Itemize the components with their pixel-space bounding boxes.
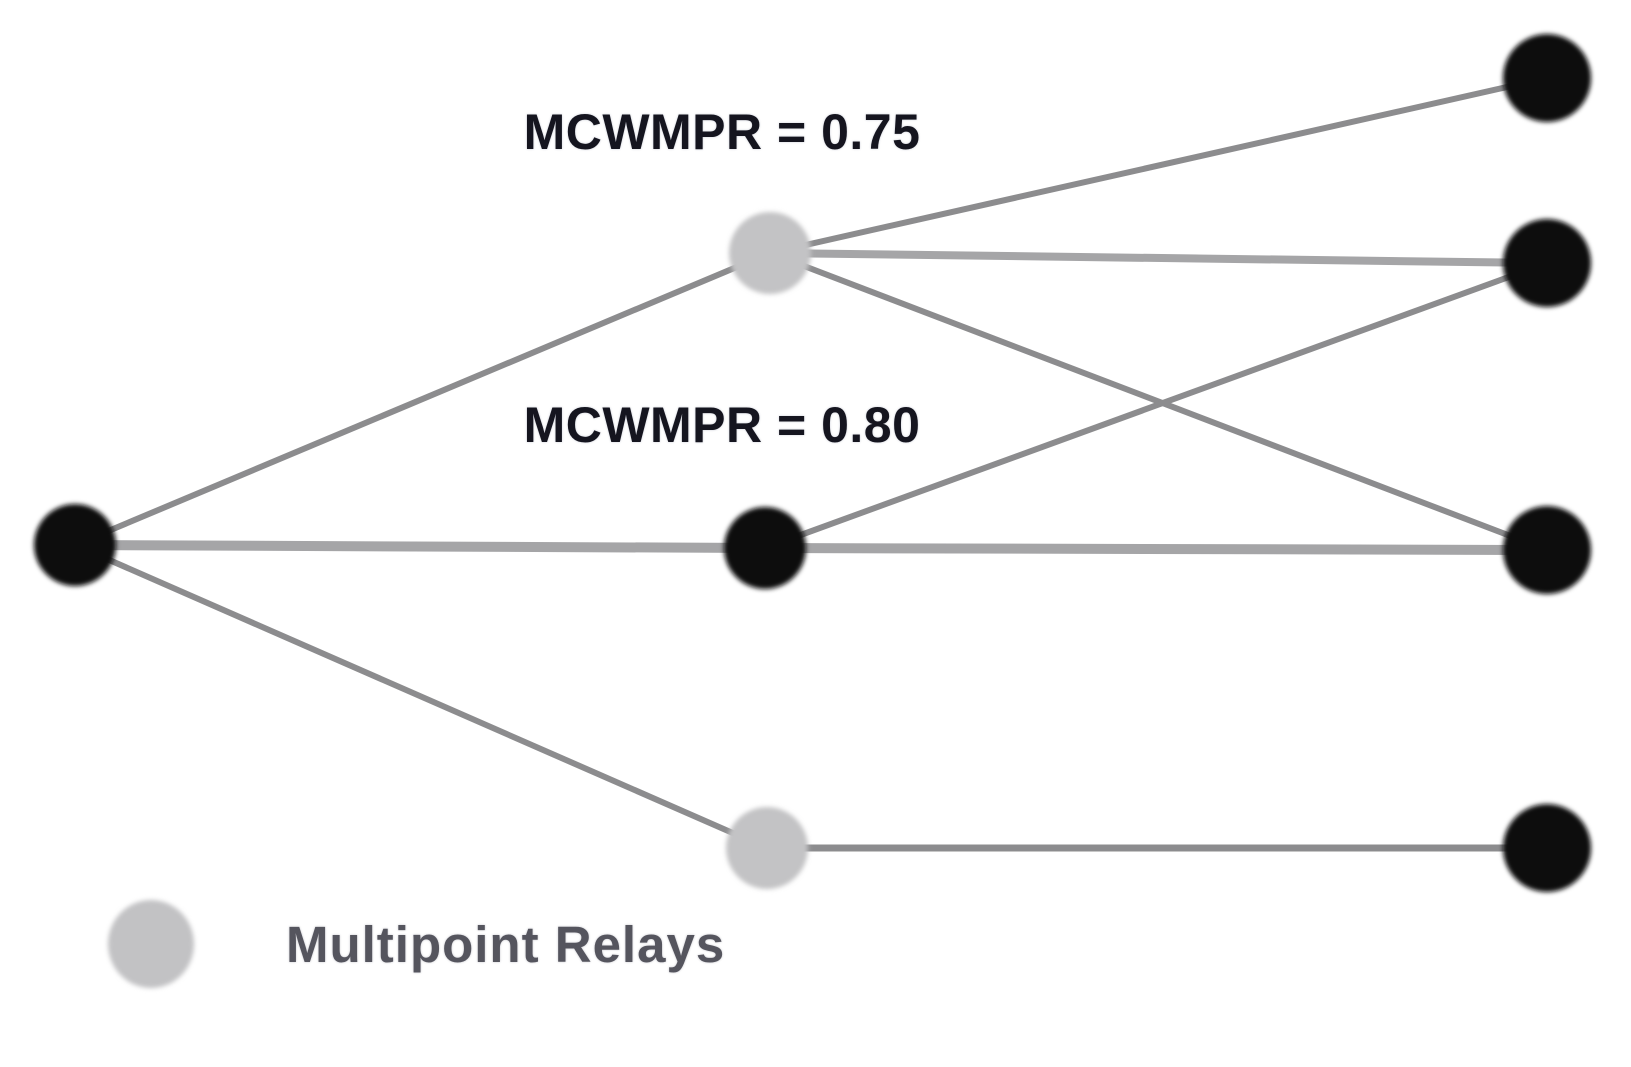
multipoint-relay-swatch-icon	[108, 900, 194, 988]
node-relay-mid	[724, 507, 806, 589]
edge-source-relay-mid	[74, 540, 766, 553]
mcwmpr-075-label: MCWMPR = 0.75	[523, 104, 921, 160]
node-dest-4	[1503, 804, 1591, 892]
edge-relay-mid-dest-2	[763, 260, 1549, 551]
node-dest-2	[1503, 219, 1591, 307]
edge-relay-mid-dest-3	[764, 543, 1548, 555]
node-mpr-bottom	[726, 807, 808, 889]
nodes-layer	[34, 34, 1591, 892]
node-source	[34, 504, 116, 586]
edge-mpr-top-dest-2	[769, 249, 1548, 267]
edge-mpr-top-dest-1	[769, 75, 1548, 256]
edge-source-mpr-bottom	[73, 542, 769, 851]
edge-source-mpr-top	[73, 250, 772, 548]
legend: Multipoint Relays	[108, 900, 725, 988]
node-dest-3	[1503, 506, 1591, 594]
legend-label: Multipoint Relays	[286, 915, 726, 973]
node-dest-1	[1503, 34, 1591, 122]
edges-layer	[73, 75, 1549, 852]
node-mpr-top	[729, 212, 811, 294]
mcwmpr-080-label: MCWMPR = 0.80	[523, 397, 921, 453]
